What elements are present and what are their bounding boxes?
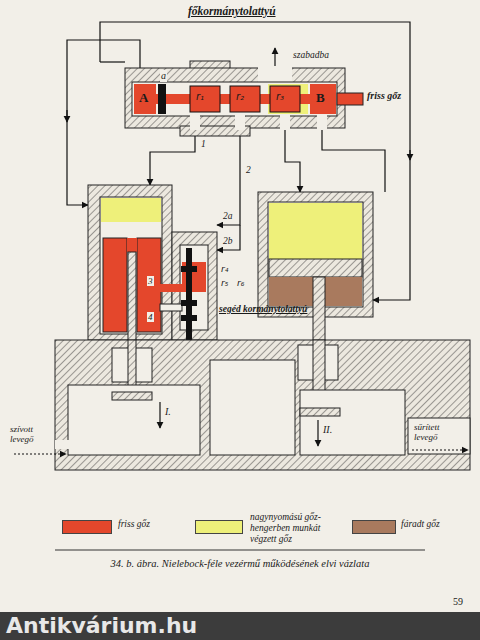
land-label: r₄ — [220, 264, 229, 274]
figure-caption: 34. b. ábra. Nielebock-féle vezérmű műkö… — [20, 558, 460, 570]
land-label: r₃ — [276, 91, 284, 103]
auxiliary-slide-valve — [160, 232, 217, 348]
air-compressor — [55, 340, 470, 470]
callout-number: 2a — [222, 211, 234, 222]
callout-number: 2 — [245, 165, 252, 176]
callout-number: 4 — [147, 312, 154, 322]
legend-swatch — [195, 520, 243, 534]
callout-letter: a — [160, 70, 167, 82]
part-name: segéd kormánytolattyú — [219, 304, 309, 315]
part-name: főkormánytolattyú — [188, 5, 276, 18]
chamber-letter: B — [316, 91, 325, 106]
legend-text: friss gőz — [118, 519, 150, 530]
legend-text: nagynyomású gőz- hengerben munkát végzet… — [250, 512, 346, 545]
legend-text: fáradt gőz — [401, 519, 440, 530]
outlet-label: szabadba — [293, 50, 329, 61]
legend-swatch — [352, 520, 396, 534]
page-number: 59 — [452, 596, 464, 608]
callout-number: 1 — [200, 139, 207, 150]
legend-swatch — [62, 520, 112, 534]
steam-label: friss gőz — [367, 90, 401, 102]
air-label: szívott levegő — [10, 424, 54, 445]
callout-number: 3 — [147, 276, 154, 286]
callout-number: 2b — [222, 236, 234, 247]
air-label: sűrített levegő — [414, 422, 462, 443]
land-label: r₁ — [196, 91, 204, 103]
land-label: r₂ — [236, 91, 244, 103]
chamber-letter: A — [139, 91, 148, 106]
chamber-number: II. — [322, 424, 333, 436]
land-label: r₆ — [236, 278, 245, 288]
main-slide-valve — [125, 61, 363, 136]
chamber-number: I. — [164, 406, 172, 418]
land-label: r₅ — [220, 278, 229, 288]
watermark: Antikvárium.hu — [6, 613, 197, 639]
